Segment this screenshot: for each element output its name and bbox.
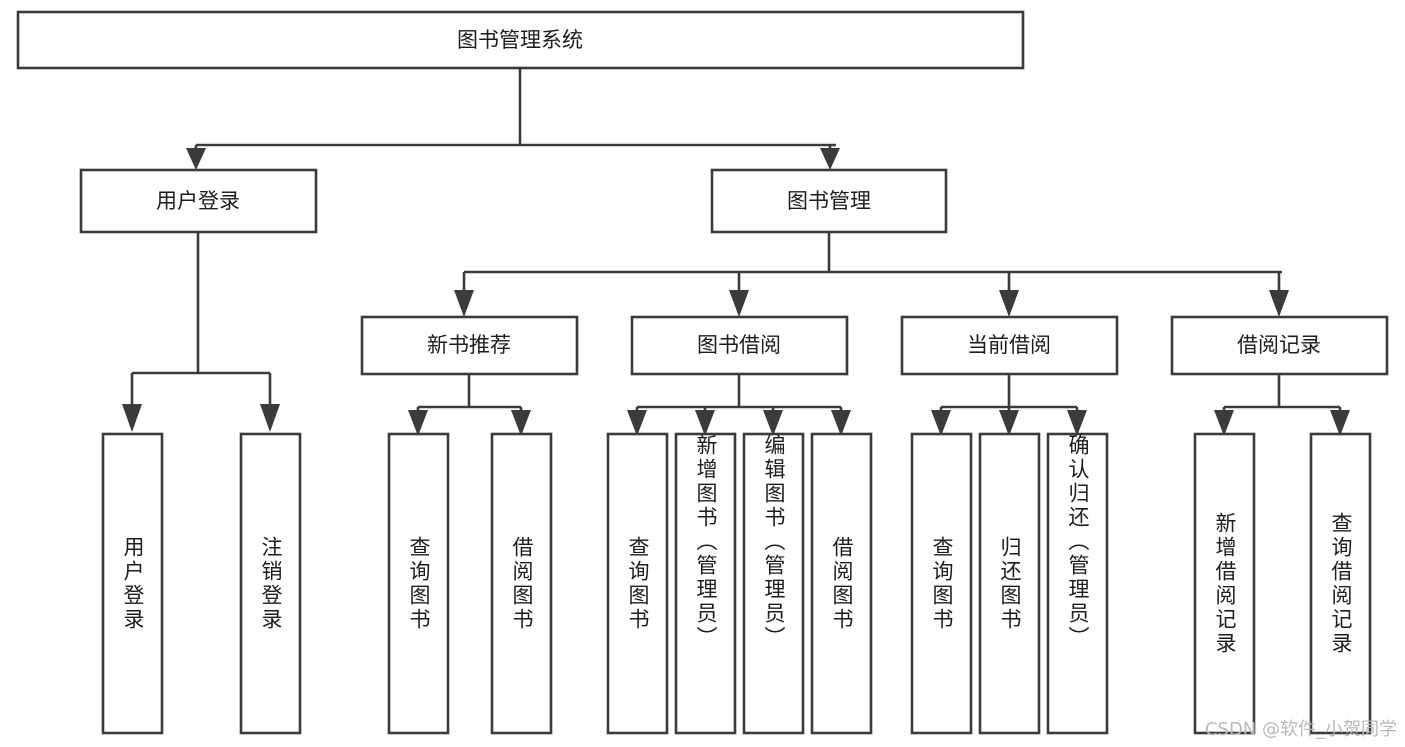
- arrow-head-bm-to-current-borrow: [999, 290, 1019, 317]
- node-user-login[interactable]: 用户登录: [79, 168, 318, 234]
- node-borrow-record-label: 借阅记录: [1237, 333, 1321, 357]
- arrow-head-br-leaf-2: [1330, 410, 1350, 436]
- arrow-head-bm-to-book-borrow: [729, 290, 749, 317]
- arrow-head-user-login-leaf-2: [260, 404, 280, 432]
- leaf-box-nbr-1[interactable]: [387, 432, 450, 735]
- arrow-head-bm-to-borrow-record: [1269, 290, 1289, 317]
- leaf-box-br-2[interactable]: [1309, 432, 1372, 735]
- arrow-head-bm-to-new-book: [454, 290, 474, 317]
- node-book-manage-box[interactable]: [710, 168, 948, 234]
- node-new-book-recommend-box[interactable]: [360, 315, 579, 376]
- node-book-manage[interactable]: 图书管理: [710, 168, 948, 234]
- watermark: CSDN @软件_小贺同学: [1204, 719, 1397, 740]
- leaf-box-cb-3[interactable]: [1046, 432, 1109, 735]
- node-root[interactable]: 图书管理系统: [16, 10, 1025, 70]
- arrow-head-cb-leaf-3: [1067, 410, 1087, 436]
- arrow-head-br-leaf-1: [1214, 410, 1234, 436]
- arrow-head-user-login-leaf-1: [122, 404, 142, 432]
- node-root-box[interactable]: [16, 10, 1025, 70]
- node-book-borrow-box[interactable]: [630, 315, 849, 376]
- arrow-head-root-to-book-manage: [820, 148, 840, 170]
- leaf-box-cb-1[interactable]: [910, 432, 973, 735]
- arrow-head-cb-leaf-2: [999, 410, 1019, 436]
- node-borrow-record-box[interactable]: [1170, 315, 1389, 376]
- node-borrow-record[interactable]: 借阅记录: [1170, 315, 1389, 376]
- leaf-box-bb-1[interactable]: [606, 432, 669, 735]
- node-book-manage-label: 图书管理: [787, 189, 871, 213]
- arrow-head-bb-leaf-1: [627, 410, 647, 436]
- arrow-head-bb-leaf-4: [831, 410, 851, 436]
- arrow-head-bb-leaf-2: [695, 410, 715, 436]
- leaf-box-nbr-2[interactable]: [490, 432, 553, 735]
- leaf-box-br-1[interactable]: [1193, 432, 1256, 735]
- arrow-head-bb-leaf-3: [763, 410, 783, 436]
- arrow-head-root-to-user-login: [186, 148, 206, 170]
- arrow-head-nbr-leaf-1: [408, 410, 428, 436]
- leaf-box-bb-2[interactable]: [674, 432, 737, 735]
- arrow-head-nbr-leaf-2: [511, 410, 531, 436]
- arrow-head-cb-leaf-1: [931, 410, 951, 436]
- node-current-borrow[interactable]: 当前借阅: [900, 315, 1119, 376]
- leaf-box-bb-4[interactable]: [810, 432, 873, 735]
- node-current-borrow-box[interactable]: [900, 315, 1119, 376]
- node-new-book-recommend[interactable]: 新书推荐: [360, 315, 579, 376]
- leaf-box-user-login-1[interactable]: [101, 432, 164, 735]
- node-user-login-label: 用户登录: [156, 189, 240, 213]
- leaf-box-user-login-2[interactable]: [239, 432, 302, 735]
- node-current-borrow-label: 当前借阅: [967, 333, 1051, 357]
- node-book-borrow[interactable]: 图书借阅: [630, 315, 849, 376]
- leaf-box-cb-2[interactable]: [978, 432, 1041, 735]
- node-book-borrow-label: 图书借阅: [697, 333, 781, 357]
- node-new-book-recommend-label: 新书推荐: [427, 333, 511, 357]
- node-root-label: 图书管理系统: [457, 28, 583, 52]
- leaf-box-bb-3[interactable]: [742, 432, 805, 735]
